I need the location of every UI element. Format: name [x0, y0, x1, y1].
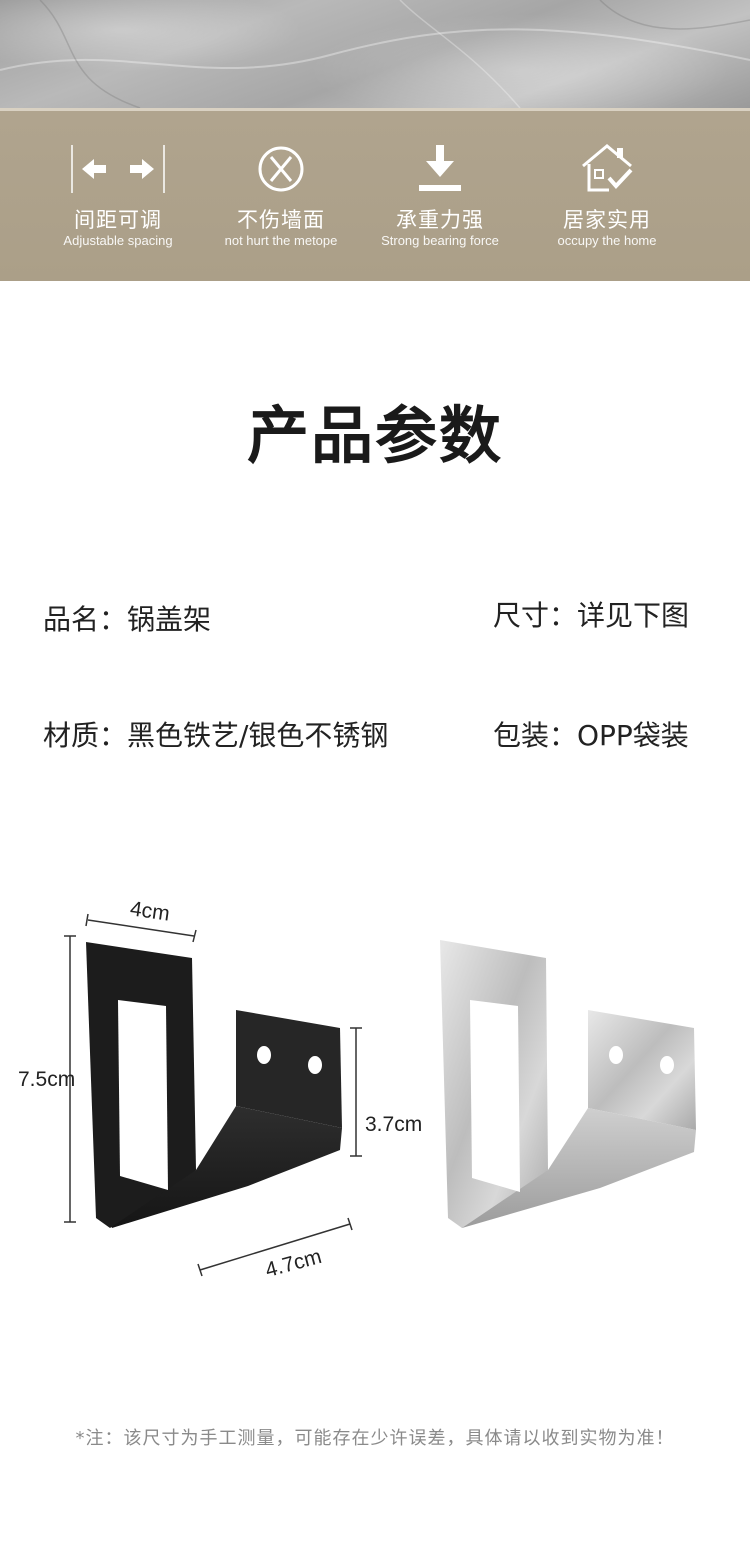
- spec-name: 品名：锅盖架: [43, 603, 212, 636]
- feature-adjustable: 间距可调 Adjustable spacing: [33, 139, 203, 249]
- spec-material: 材质：黑色铁艺/银色不锈钢: [43, 719, 389, 752]
- dim-back-height-label: 3.7cm: [365, 1113, 423, 1136]
- spec-package: 包装：OPP袋装: [493, 719, 689, 752]
- feature-title: 不伤墙面: [237, 208, 325, 232]
- arrows-left-right-icon: [33, 139, 203, 199]
- feature-home-use: 居家实用 occupy the home: [522, 139, 692, 249]
- feature-band: 间距可调 Adjustable spacing 不伤墙面 not hurt th…: [0, 108, 750, 281]
- feature-title: 居家实用: [563, 208, 651, 232]
- spec-size: 尺寸：详见下图: [493, 599, 690, 632]
- feature-subtitle: Strong bearing force: [381, 233, 499, 248]
- feature-title: 承重力强: [396, 208, 484, 232]
- product-illustration: 4cm 7.5cm 3.7cm 4.7cm: [0, 880, 750, 1300]
- circle-x-icon: [196, 139, 366, 199]
- feature-subtitle: Adjustable spacing: [63, 233, 173, 248]
- marble-banner: [0, 0, 750, 108]
- feature-subtitle: occupy the home: [557, 233, 657, 248]
- section-title: 产品参数: [246, 399, 503, 472]
- product-drawing: [64, 913, 696, 1277]
- silver-holder: [440, 940, 696, 1228]
- dim-height-label: 7.5cm: [18, 1068, 76, 1091]
- feature-title: 间距可调: [74, 208, 162, 232]
- marble-veins: [0, 0, 750, 108]
- feature-subtitle: not hurt the metope: [224, 233, 338, 248]
- dimension-lines: [64, 913, 362, 1277]
- black-holder: [86, 942, 342, 1228]
- measurement-note: *注：该尺寸为手工测量，可能存在少许误差，具体请以收到实物为准！: [75, 1428, 675, 1449]
- feature-wall-safe: 不伤墙面 not hurt the metope: [196, 139, 366, 249]
- download-weight-icon: [355, 139, 525, 199]
- feature-load-bearing: 承重力强 Strong bearing force: [355, 139, 525, 249]
- house-check-icon: [522, 139, 692, 199]
